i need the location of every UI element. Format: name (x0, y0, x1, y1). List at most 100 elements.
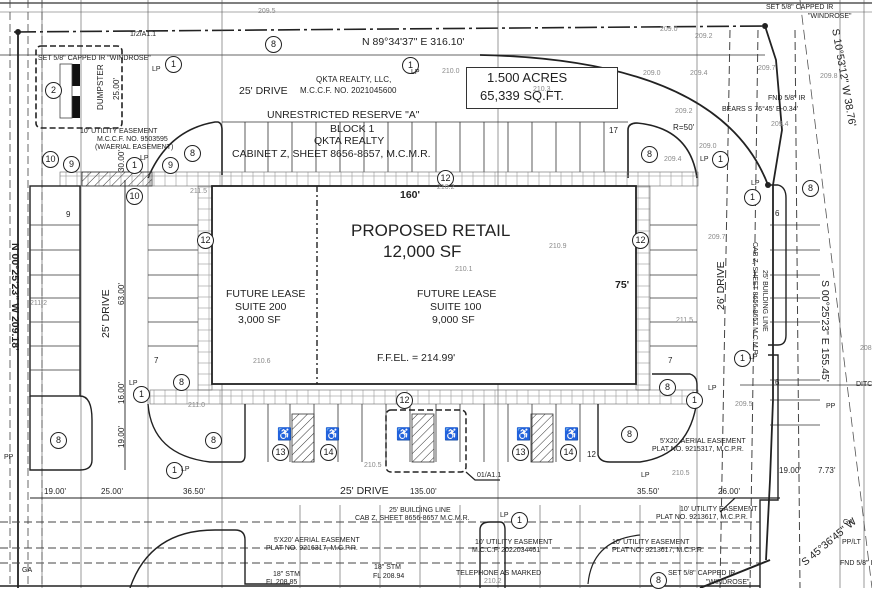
west-dim-30: 30.00' (117, 149, 126, 172)
building-title: PROPOSED RETAIL (351, 221, 511, 240)
utility-easement-south-2: M.C.C.F. 2022034461 (472, 547, 541, 554)
callout-13: 13 (272, 444, 289, 461)
parking-count-e-inner: 7 (668, 356, 673, 365)
callout-9: 9 (162, 157, 179, 174)
suite-200-line2: SUITE 200 (235, 301, 287, 313)
callout-1: 1 (686, 392, 703, 409)
callout-8: 8 (173, 374, 190, 391)
parking-count-ne: 17 (609, 126, 619, 135)
storm-pipe-1: 18" STM (273, 571, 300, 578)
light-pole-label: LP (152, 66, 161, 73)
light-pole-label: LP (749, 354, 758, 361)
south-dim-19: 19.00' (44, 487, 67, 496)
west-bearing: N 00°25'23" W 209.18' (9, 243, 21, 351)
callout-8: 8 (650, 572, 667, 589)
parking-count-s-right: 12 (587, 450, 597, 459)
callout-12: 10 (42, 151, 59, 168)
spot-elevation: 210.0 (442, 68, 460, 75)
accessible-parking-icon: ♿ (564, 427, 579, 441)
callout-1: 1 (712, 151, 729, 168)
ditch-label: DITCH (856, 381, 872, 388)
set-ir-ne-note-2: "WINDROSE" (808, 13, 852, 20)
callout-8: 8 (641, 146, 658, 163)
south-drive-label: 25' DRIVE (340, 485, 389, 497)
utility-easement-south-1: 10' UTILITY EASEMENT (475, 539, 553, 546)
acreage-box (466, 67, 618, 109)
power-pole-label: PP (826, 403, 836, 410)
callout-14: 14 (320, 444, 337, 461)
building-line-east-1: 25' BUILDING LINE (761, 270, 768, 332)
south-dim-26: 26.00' (718, 487, 741, 496)
spot-elevation: 210.5 (672, 470, 690, 477)
accessible-parking-icon: ♿ (325, 427, 340, 441)
callout-12: 12 (632, 232, 649, 249)
aerial-easement-se-2: PLAT NO. 9215317, M.C.P.R. (652, 446, 744, 453)
guy-anchor-label: GA (22, 567, 33, 574)
callout-8: 8 (802, 180, 819, 197)
spot-elevation: 209.5 (735, 401, 753, 408)
utility-easement-se-1: 10' UTILITY EASEMENT (680, 506, 758, 513)
reserve-line-2: BLOCK 1 (330, 123, 375, 135)
suite-100-line3: 9,000 SF (432, 314, 475, 326)
set-ir-se-note-2: "WINDROSE" (706, 579, 750, 586)
finished-floor-elevation: F.F.EL. = 214.99' (377, 352, 456, 364)
callout-8: 8 (184, 145, 201, 162)
accessible-parking-icon: ♿ (516, 427, 531, 441)
power-pole-label: PP (4, 454, 14, 461)
accessible-parking-icon: ♿ (444, 427, 459, 441)
spot-elevation: 209.2 (695, 33, 713, 40)
utility-easement-se2-1: 10' UTILITY EASEMENT (612, 539, 690, 546)
fnd-ir-note: FND 5/8" IR (768, 95, 806, 102)
dumpster-label: DUMPSTER (96, 64, 105, 110)
light-pole-label: LP (129, 380, 138, 387)
parking-count-sw: 7 (154, 356, 159, 365)
light-pole-label: LP (751, 180, 760, 187)
bears-note: BEARS S 76°45' E-0.34' (722, 106, 798, 113)
callout-12: 12 (437, 170, 454, 187)
callout-12: 12 (396, 392, 413, 409)
south-dim-25: 25.00' (101, 487, 124, 496)
east-dim-19: 19.00' (779, 466, 802, 475)
callout-1: 1 (744, 189, 761, 206)
utility-easement-se2-2: PLAT NO. 9213617, M.C.P.R. (612, 547, 704, 554)
suite-100-line1: FUTURE LEASE (417, 288, 497, 300)
utility-easement-nw-1: 10' UTILITY EASEMENT (80, 128, 158, 135)
building-line-south-1: 25' BUILDING LINE (389, 507, 451, 514)
west-drive-label: 25' DRIVE (100, 289, 112, 338)
utility-easement-nw-2: M.C.C.F. NO. 9503595 (97, 136, 168, 143)
reserve-line-4: CABINET Z, SHEET 8656-8657, M.C.M.R. (232, 148, 431, 160)
building-line-south-2: CAB Z, SHEET 8656-8657 M.C.M.R. (355, 515, 470, 522)
spot-elevation: 209.7 (708, 234, 726, 241)
north-bearing: N 89°34'37" E 316.10' (362, 36, 465, 48)
light-pole-label: LP (641, 472, 650, 479)
callout-2: 2 (45, 82, 62, 99)
suite-200-line1: FUTURE LEASE (226, 288, 306, 300)
south-dim-3550: 35.50' (637, 487, 660, 496)
light-pole-label: LP (708, 385, 717, 392)
east-drive-label: 26' DRIVE (715, 261, 727, 310)
spot-elevation: 210.2 (437, 184, 455, 191)
callout-13: 13 (512, 444, 529, 461)
spot-elevation: 209.8 (820, 73, 838, 80)
callout-1: 1 (133, 386, 150, 403)
spot-elevation: 211.5 (190, 188, 207, 195)
power-pole-light-label: PP/LT (842, 539, 861, 546)
callout-8: 8 (205, 432, 222, 449)
utility-easement-nw-3: (W/AERIAL EASEMENT) (95, 144, 174, 151)
accessible-parking-icon: ♿ (396, 427, 411, 441)
spot-elevation: 209.4 (690, 70, 708, 77)
light-pole-label: LP (500, 512, 509, 519)
light-pole-label: LP (700, 156, 709, 163)
callout-8: 8 (621, 426, 638, 443)
radius-dim: R=50' (673, 123, 695, 132)
spot-elevation: 209.4 (664, 156, 682, 163)
callout-1: 1 (126, 157, 143, 174)
callout-1: 1 (165, 56, 182, 73)
parking-count-e-upper: 6 (775, 209, 780, 218)
spot-elevation: 209.0 (643, 70, 661, 77)
parking-count-e-lower: 6 (775, 378, 780, 387)
spot-elevation: 208.9 (860, 345, 872, 352)
south-dim-135: 135.00' (410, 487, 437, 496)
dumpster-dim: 25.00' (112, 77, 121, 100)
callout-1: 1 (402, 57, 419, 74)
